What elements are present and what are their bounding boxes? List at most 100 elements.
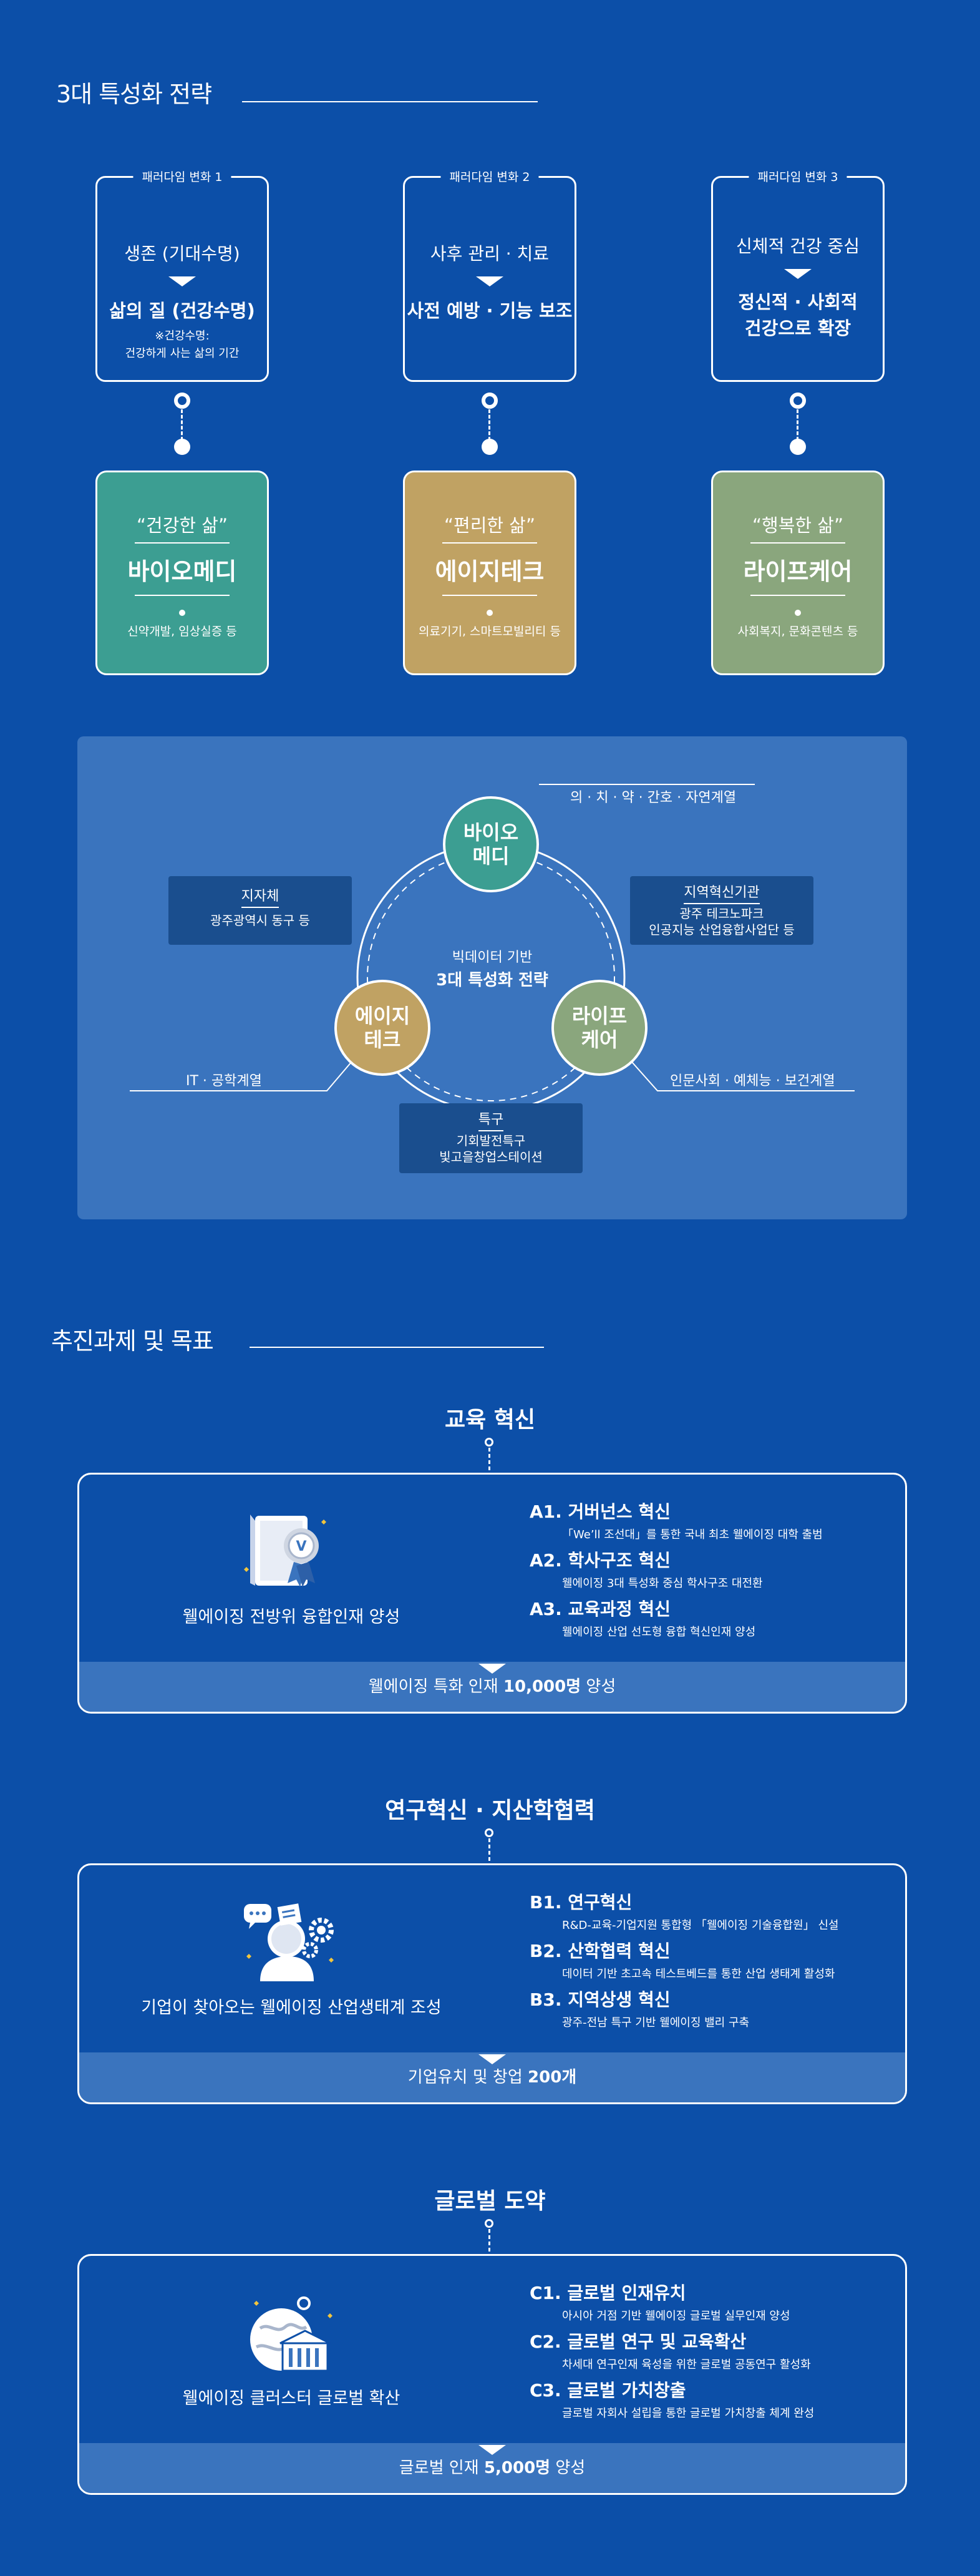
divider (750, 595, 845, 596)
band-number: 10,000명 (503, 1677, 581, 1696)
item-sub: R&D-교육-기업지원 통합형 「웰에이징 기술융합원」 신설 (562, 1919, 839, 1932)
item-sub: 데이터 기반 초고속 테스트베드를 통한 산업 생태계 활성화 (562, 1968, 835, 1981)
box-title: 특구 (478, 1108, 504, 1131)
goal-item-a2: A2. 학사구조 혁신 웰에이징 3대 특성화 중심 학사구조 대전환 (530, 1547, 763, 1591)
connector-ring (485, 1438, 493, 1447)
item-heading: B3. 지역상생 혁신 (530, 1989, 671, 2010)
box-title: 지역혁신기관 (684, 881, 760, 904)
category-box-bio: “건강한 삶” 바이오메디 신약개발, 임상실증 등 (95, 471, 269, 675)
bullet-dot (487, 610, 493, 616)
item-sub: 「We’ll 조선대」를 통한 국내 최초 웰에이징 대학 출범 (562, 1528, 823, 1541)
connector-dash (181, 409, 183, 441)
goal-caption: 웰에이징 전방위 융합인재 양성 (182, 1608, 400, 1627)
connector-dash (488, 2229, 490, 2252)
box-line-2: 빛고을창업스테이션 (439, 1149, 543, 1164)
goal-item-b2: B2. 산학협력 혁신 데이터 기반 초고속 테스트베드를 통한 산업 생태계 … (530, 1938, 835, 1981)
item-sub: 차세대 연구인재 육성을 위한 글로벌 공동연구 활성화 (562, 2358, 811, 2371)
category-desc: 신약개발, 임상실증 등 (127, 625, 237, 638)
goal-caption: 기업이 찾아오는 웰에이징 산업생태계 조성 (141, 1998, 442, 2017)
arrow-down-icon (478, 2054, 506, 2064)
goal-title-research: 연구혁신 · 지산학협력 (385, 1798, 595, 1823)
diagram-center-line-2: 3대 특성화 전략 (436, 971, 548, 990)
item-heading: C1. 글로벌 인재유치 (530, 2283, 686, 2303)
category-box-lifecare: “행복한 삶” 라이프케어 사회복지, 문화콘텐츠 등 (711, 471, 885, 675)
section-title-goals: 추진과제 및 목표 (51, 1327, 214, 1355)
item-sub: 웰에이징 3대 특성화 중심 학사구조 대전환 (562, 1577, 763, 1590)
category-desc: 의료기기, 스마트모빌리티 등 (419, 625, 561, 638)
box-line-2: 인공지능 산업융합사업단 등 (649, 922, 795, 937)
connector-dot (790, 439, 806, 455)
paradigm-box-2: 패러다임 변화 2 사후 관리 · 치료 사전 예방 · 기능 보조 (403, 168, 576, 382)
goal-box-education: V 웰에이징 전방위 융합인재 양성 A1. 거버넌스 혁신 「We’ll 조선… (77, 1473, 907, 1714)
band-text-end: 양성 (581, 1677, 616, 1696)
diagram-center-line-1: 빅데이터 기반 (452, 950, 533, 965)
arrow-down-icon (168, 276, 196, 286)
paradigm-to: 정신적 · 사회적 건강으로 확장 (713, 289, 883, 341)
note-line-2: 건강하게 사는 삶의 기간 (125, 347, 240, 360)
item-heading: C3. 글로벌 가치창출 (530, 2380, 686, 2401)
paradigm-from: 생존 (기대수명) (124, 243, 240, 264)
divider (442, 595, 537, 596)
age-field-label: IT · 공학계열 (186, 1073, 262, 1089)
paradigm-to: 삶의 질 (건강수명) (109, 300, 255, 321)
box-title: 지자체 (241, 885, 279, 908)
band-number: 5,000명 (483, 2459, 551, 2477)
lifecare-circle: 라이프 케어 (551, 980, 648, 1076)
researcher-icon (244, 1903, 334, 1981)
goal-item-c1: C1. 글로벌 인재유치 아시아 거점 기반 웰에이징 글로벌 실무인재 양성 (530, 2280, 790, 2323)
bio-circle: 바이오 메디 (443, 796, 539, 892)
goal-title-global: 글로벌 도약 (434, 2188, 546, 2214)
item-heading: A3. 교육과정 혁신 (530, 1599, 671, 1619)
svg-text:V: V (296, 1539, 306, 1554)
bio-line-2: 메디 (472, 844, 510, 868)
divider (442, 542, 537, 544)
goal-item-a3: A3. 교육과정 혁신 웰에이징 산업 선도형 융합 혁신인재 양성 (530, 1596, 755, 1639)
item-sub: 광주-전남 특구 기반 웰에이징 밸리 구축 (562, 2016, 750, 2029)
life-line-1: 라이프 (571, 1004, 628, 1028)
local-government-box: 지자체 광주광역시 동구 등 (168, 876, 352, 945)
item-heading: B2. 산학협력 혁신 (530, 1941, 671, 1961)
bio-line-1: 바이오 (463, 821, 519, 844)
item-heading: A2. 학사구조 혁신 (530, 1550, 671, 1571)
category-name: 에이지테크 (435, 558, 545, 585)
agetech-circle: 에이지 테크 (334, 980, 430, 1076)
globe-icon (250, 2296, 332, 2372)
category-quote: “건강한 삶” (137, 515, 228, 536)
bullet-dot (795, 610, 801, 616)
item-heading: B1. 연구혁신 (530, 1892, 633, 1913)
arrow-down-icon (478, 2445, 506, 2455)
connector-dot (174, 439, 190, 455)
title-underline (242, 101, 538, 102)
connector-dash (488, 1838, 490, 1861)
connector-dash (488, 1448, 490, 1470)
divider (135, 542, 230, 544)
bio-label-line (539, 784, 755, 785)
bio-field-label: 의 · 치 · 약 · 간호 · 자연계열 (570, 790, 737, 806)
certificate-icon: V (244, 1515, 326, 1587)
band-text: 글로벌 인재 (399, 2459, 484, 2477)
band-text-end: 양성 (550, 2459, 586, 2477)
goal-box-global: 웰에이징 클러스터 글로벌 확산 C1. 글로벌 인재유치 아시아 거점 기반 … (77, 2254, 907, 2495)
item-heading: C2. 글로벌 연구 및 교육확산 (530, 2331, 747, 2352)
paradigm-tag: 패러다임 변화 2 (440, 168, 539, 185)
special-zone-box: 특구 기회발전특구 빛고을창업스테이션 (399, 1103, 583, 1173)
paradigm-note: ※건강수명: 건강하게 사는 삶의 기간 (97, 328, 267, 363)
strategy-diagram-panel: 빅데이터 기반 3대 특성화 전략 의 · 치 · 약 · 간호 · 자연계열 … (77, 736, 907, 1219)
goal-title-education: 교육 혁신 (444, 1407, 535, 1433)
paradigm-box-3: 패러다임 변화 3 신체적 건강 중심 정신적 · 사회적 건강으로 확장 (711, 168, 885, 382)
paradigm-to-line-1: 정신적 · 사회적 (738, 291, 858, 313)
note-line-1: ※건강수명: (155, 329, 210, 343)
category-name: 바이오메디 (127, 558, 237, 585)
paradigm-from: 신체적 건강 중심 (735, 236, 860, 256)
box-line-1: 기회발전특구 (456, 1133, 526, 1148)
box-line-1: 광주 테크노파크 (679, 906, 764, 921)
category-name: 라이프케어 (743, 558, 853, 585)
connector-ring (790, 393, 806, 409)
goal-target-band: 글로벌 인재 5,000명 양성 (79, 2443, 905, 2493)
goal-item-c3: C3. 글로벌 가치창출 글로벌 자회사 설립을 통한 글로벌 가치창출 체계 … (530, 2377, 814, 2421)
connector-ring (174, 393, 190, 409)
item-sub: 글로벌 자회사 설립을 통한 글로벌 가치창출 체계 완성 (562, 2407, 815, 2420)
goal-caption: 웰에이징 클러스터 글로벌 확산 (182, 2389, 400, 2408)
goal-item-c2: C2. 글로벌 연구 및 교육확산 차세대 연구인재 육성을 위한 글로벌 공동… (530, 2328, 811, 2372)
title-underline (250, 1347, 544, 1348)
